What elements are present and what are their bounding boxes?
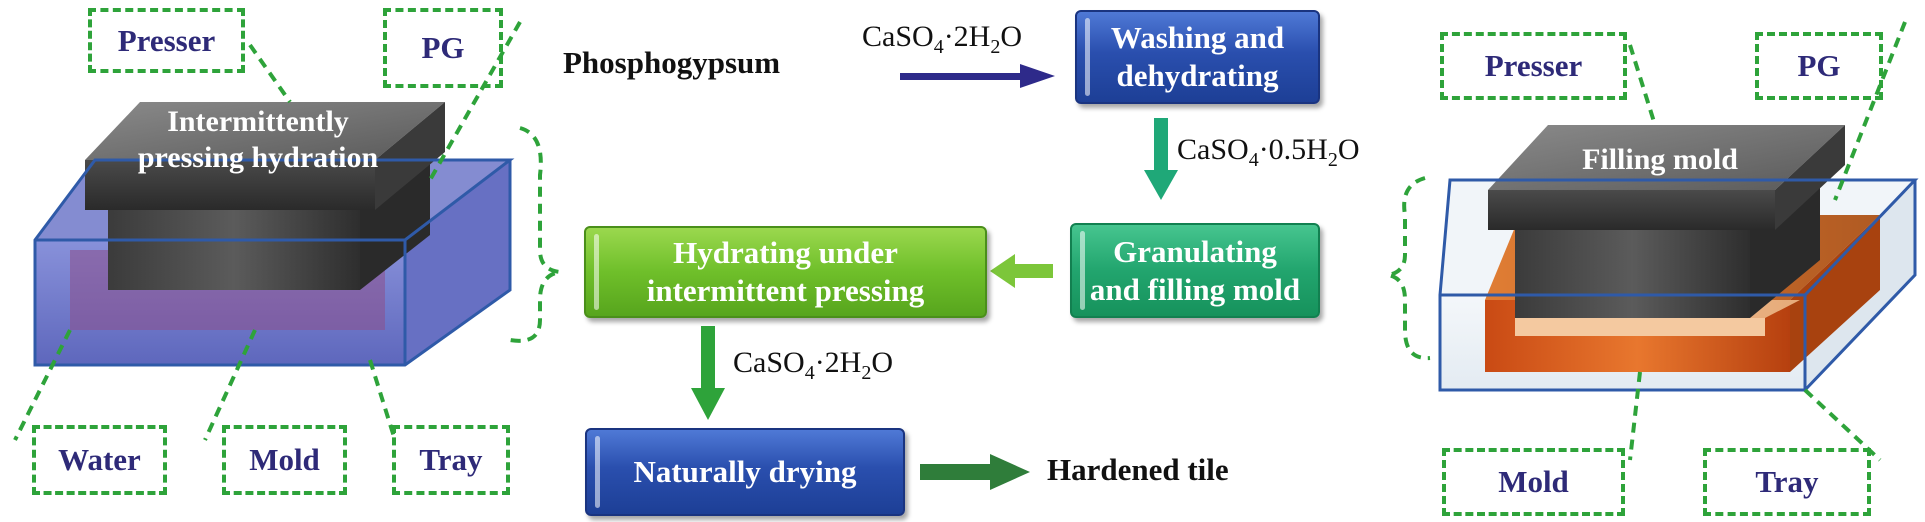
left-leaders <box>13 21 561 441</box>
step-granulating-filling: Granulating and filling mold <box>1070 223 1320 318</box>
arrow-to-granulating <box>1144 118 1178 200</box>
left-presser-label: Presser <box>88 8 245 73</box>
left-water-label-text: Water <box>58 442 141 477</box>
right-presser-plate-front <box>1488 190 1775 230</box>
left-mold-label-text: Mold <box>249 442 320 477</box>
right-apparatus <box>1438 125 1919 392</box>
left-pg-label: PG <box>383 8 503 88</box>
right-pg-label: PG <box>1755 32 1883 100</box>
right-presser-body-side <box>1750 170 1820 318</box>
left-pg-label-text: PG <box>421 30 465 65</box>
right-tray-label: Tray <box>1703 448 1871 516</box>
formula-dihydrate-2: CaSO4·2H2O <box>733 346 894 384</box>
left-water-label: Water <box>32 425 167 495</box>
step-drying-text: Naturally drying <box>633 454 857 489</box>
right-presser-label: Presser <box>1440 32 1627 100</box>
left-apparatus <box>33 102 515 367</box>
formula-dihydrate-1: CaSO4·2H2O <box>862 20 1023 58</box>
right-presser-plate-side <box>1775 125 1845 230</box>
right-tray-outline <box>1438 178 1919 392</box>
left-water-side <box>405 160 510 365</box>
right-presser-text: Filling mold <box>1540 142 1780 178</box>
left-mold-label: Mold <box>222 425 347 495</box>
left-presser-text-line1: Intermittently <box>167 105 349 138</box>
arrow-to-washing <box>900 64 1055 88</box>
left-tray-outline <box>33 158 515 367</box>
right-presser-text-line: Filling mold <box>1582 143 1738 176</box>
step-granulating-line1: Granulating <box>1113 233 1277 269</box>
left-presser-plate-front <box>85 160 375 210</box>
left-presser-text: Intermittently pressing hydration <box>108 104 408 176</box>
left-tray-label: Tray <box>392 425 510 495</box>
left-presser-label-text: Presser <box>117 22 216 58</box>
right-presser-body <box>1515 225 1750 318</box>
end-product-label: Hardened tile <box>1047 452 1229 487</box>
right-mold-label: Mold <box>1442 448 1625 516</box>
left-presser-plate-top <box>85 102 445 160</box>
arrow-to-drying <box>691 326 725 420</box>
step-naturally-drying: Naturally drying <box>585 428 905 516</box>
arrow-to-hydrating <box>990 254 1053 288</box>
start-material-label: Phosphogypsum <box>563 45 781 80</box>
left-tray-label-text: Tray <box>419 442 483 477</box>
right-pg-label-text: PG <box>1797 48 1841 83</box>
right-tray-label-text: Tray <box>1755 464 1819 499</box>
step-washing-line2: dehydrating <box>1116 58 1279 93</box>
right-presser-plate-top <box>1488 125 1845 190</box>
step-granulating-line2: and filling mold <box>1089 271 1301 307</box>
step-hydrating-line1: Hydrating under <box>673 235 898 270</box>
step-washing-dehydrating: Washing and dehydrating <box>1075 10 1320 104</box>
formula-hemihydrate: CaSO4·0.5H2O <box>1177 133 1360 171</box>
left-presser-plate-side <box>375 102 445 210</box>
step-hydrating-line2: intermittent pressing <box>646 273 925 308</box>
step-washing-line1: Washing and <box>1110 20 1285 55</box>
arrow-to-hardened <box>920 454 1030 490</box>
left-presser-body-side <box>360 150 430 290</box>
right-pg-strip <box>1515 318 1765 336</box>
left-presser-text-line2: pressing hydration <box>137 141 379 174</box>
right-mold-side <box>1790 215 1880 372</box>
right-presser-label-text: Presser <box>1484 48 1583 83</box>
left-presser-body <box>108 205 360 290</box>
right-mold-label-text: Mold <box>1498 464 1569 499</box>
step-hydrating-pressing: Hydrating under intermittent pressing <box>584 226 987 318</box>
